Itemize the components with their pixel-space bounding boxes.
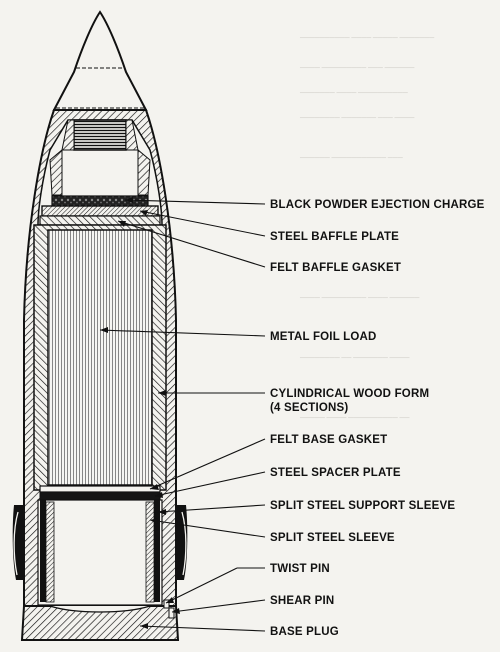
background-print-through: ────────── ──── ───── ─────── ──── ─────… — [299, 34, 434, 422]
label-shear-pin: SHEAR PIN — [270, 595, 334, 607]
leader-lines — [99, 199, 266, 632]
support-sleeve-left — [40, 500, 46, 602]
svg-text:──────── ── ─────── ────: ──────── ── ─────── ──── — [299, 354, 409, 362]
label-ejection-charge: BLACK POWDER EJECTION CHARGE — [270, 199, 485, 211]
label-steel-sleeve: SPLIT STEEL SLEEVE — [270, 532, 395, 544]
steel-sleeve-right — [145, 501, 155, 603]
foil-load — [47, 229, 153, 486]
svg-text:──── ───────── ─── ──────: ──── ───────── ─── ────── — [299, 64, 414, 72]
nose-cone — [52, 10, 148, 111]
callout-labels: BLACK POWDER EJECTION CHARGE STEEL BAFFL… — [270, 199, 485, 638]
svg-text:──── ───────── ──── ──────: ──── ───────── ──── ────── — [299, 294, 419, 302]
label-support-sleeve: SPLIT STEEL SUPPORT SLEEVE — [270, 500, 455, 512]
label-spacer-plate: STEEL SPACER PLATE — [270, 467, 401, 479]
twist-pin — [163, 599, 170, 609]
svg-text:───── ──── ────────── ──: ───── ──── ────────── ── — [299, 414, 409, 422]
label-wood-form-sections: (4 SECTIONS) — [270, 402, 348, 414]
shear-pin — [168, 607, 175, 619]
svg-text:──────── ─────── ─── ────: ──────── ─────── ─── ──── — [299, 114, 414, 122]
ejection-charge — [51, 195, 149, 207]
steel-sleeve-left — [45, 501, 55, 603]
base-gasket — [39, 485, 161, 493]
spacer-plate — [39, 491, 161, 501]
label-base-plug: BASE PLUG — [270, 626, 339, 638]
label-wood-form: CYLINDRICAL WOOD FORM — [270, 388, 429, 400]
label-baffle-plate: STEEL BAFFLE PLATE — [270, 231, 399, 243]
leader-arrowheads — [100, 197, 180, 629]
svg-text:─────── ──── ──────────: ─────── ──── ────────── — [299, 89, 408, 97]
support-sleeve-right — [154, 500, 160, 602]
label-foil-load: METAL FOIL LOAD — [270, 331, 377, 343]
svg-text:────────── ──── ───── ───────: ────────── ──── ───── ─────── — [299, 34, 434, 42]
label-baffle-gasket: FELT BAFFLE GASKET — [270, 262, 401, 274]
label-twist-pin: TWIST PIN — [270, 563, 330, 575]
label-base-gasket: FELT BASE GASKET — [270, 434, 387, 446]
projectile-body — [12, 10, 188, 641]
svg-text:────── ─────────── ───: ────── ─────────── ─── — [299, 154, 403, 162]
baffle-gasket — [39, 215, 161, 226]
fuze-threads — [73, 119, 127, 151]
